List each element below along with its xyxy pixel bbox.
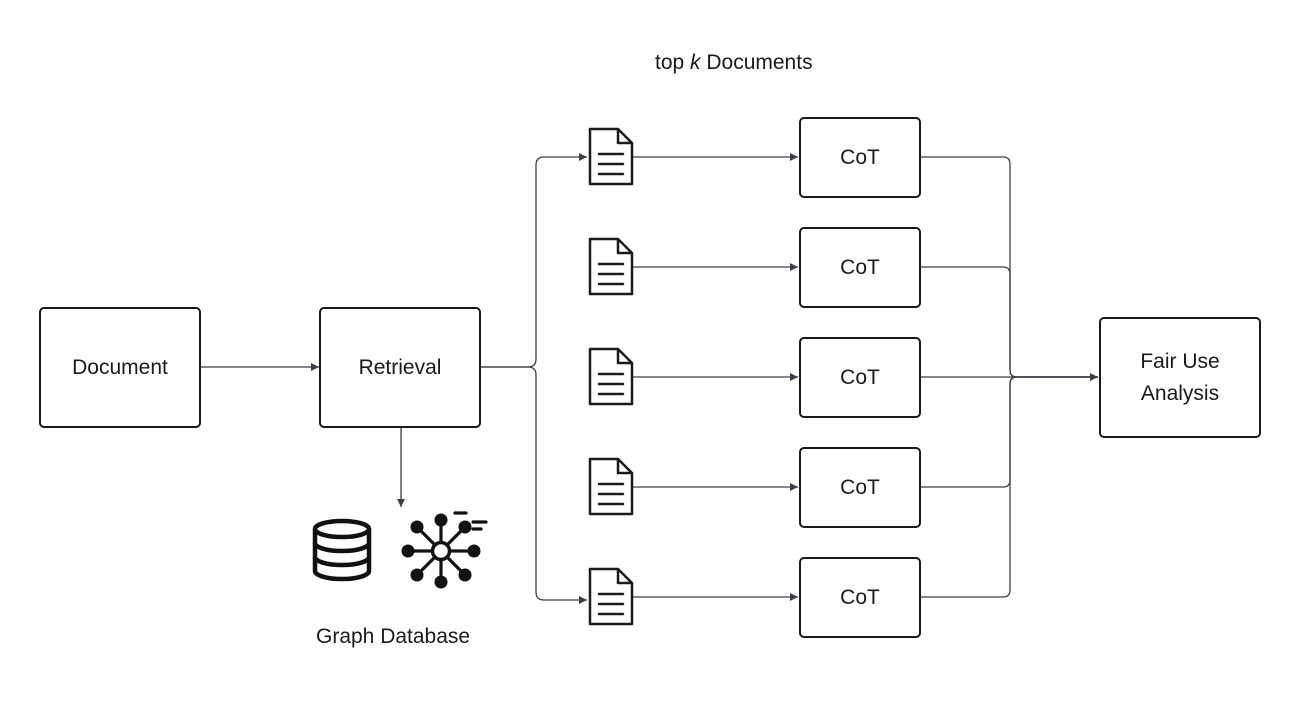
retrieval-node: Retrieval — [319, 307, 481, 428]
graph-database-label: Graph Database — [316, 625, 471, 648]
document-icon — [588, 127, 634, 186]
cot-node: CoT — [799, 117, 921, 198]
document-node: Document — [39, 307, 201, 428]
fair-use-label-line-1: Fair Use — [1140, 349, 1220, 373]
document-icon — [588, 567, 634, 626]
cot-node-label: CoT — [840, 475, 880, 499]
cot-node: CoT — [799, 337, 921, 418]
cot-node-label: CoT — [840, 585, 880, 609]
connector-cot-5-to-fair-use — [921, 376, 1098, 598]
document-icon — [588, 457, 634, 516]
document-icon — [588, 347, 634, 406]
cot-node: CoT — [799, 447, 921, 528]
cot-node: CoT — [799, 227, 921, 308]
cot-node: CoT — [799, 557, 921, 638]
graph-network-icon — [401, 511, 488, 589]
document-icon — [588, 237, 634, 296]
retrieval-node-label: Retrieval — [358, 355, 442, 379]
connector-retrieval-to-doc-1 — [481, 153, 587, 368]
top-k-suffix: Documents — [700, 51, 813, 74]
connector-retrieval-to-doc-5 — [481, 366, 587, 604]
cot-node-label: CoT — [840, 255, 880, 279]
fair-use-label-line-2: Analysis — [1140, 381, 1220, 405]
database-icon — [312, 518, 372, 582]
connector-cot-2-to-fair-use — [921, 266, 1098, 378]
cot-node-label: CoT — [840, 145, 880, 169]
top-k-prefix: top — [655, 51, 691, 74]
document-node-label: Document — [72, 355, 168, 379]
top-k-documents-label: top k Documents — [655, 51, 813, 75]
cot-node-label: CoT — [840, 365, 880, 389]
top-k-variable: k — [690, 51, 701, 74]
fair-use-analysis-node: Fair Use Analysis — [1099, 317, 1261, 438]
